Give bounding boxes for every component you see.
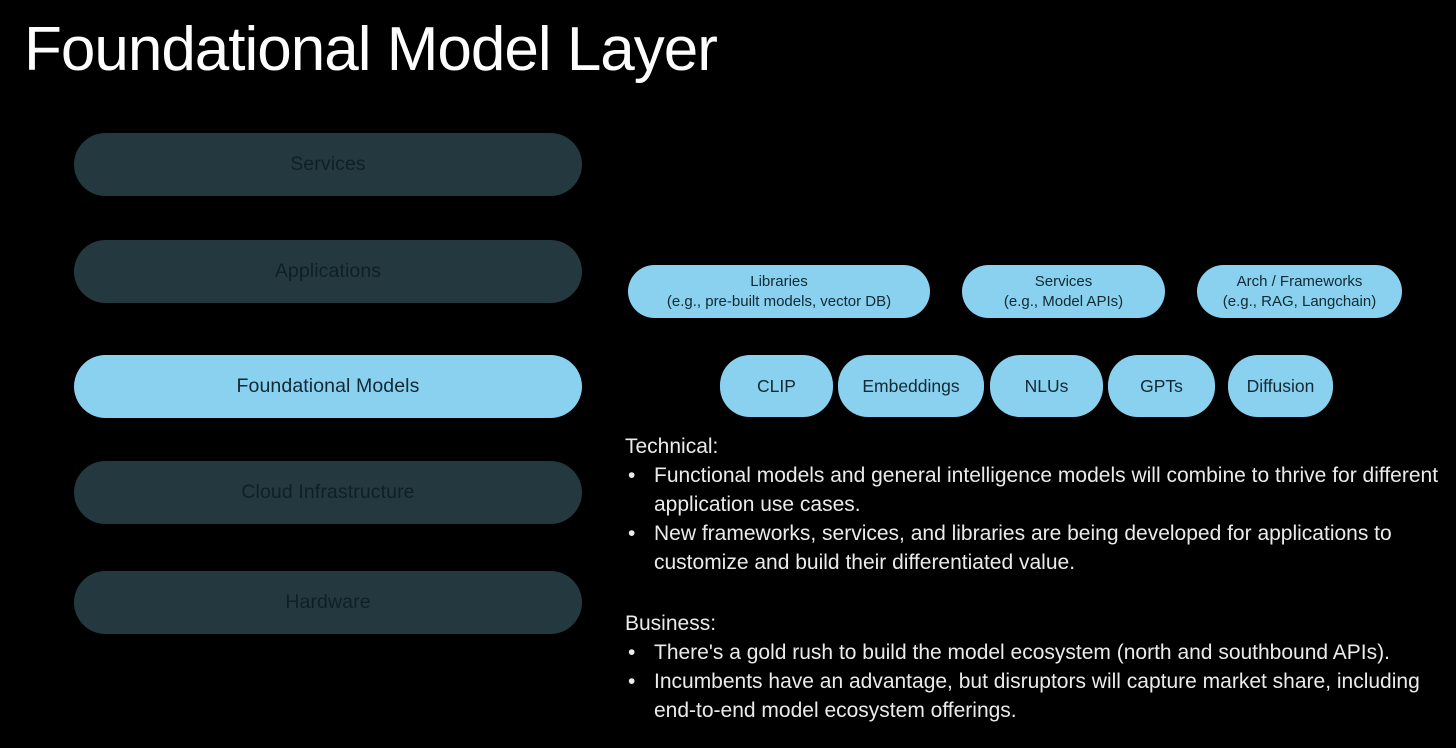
notes-section: Technical: Functional models and general… (625, 432, 1456, 725)
stack-layer-label: Applications (274, 260, 382, 282)
model-pill-label: GPTs (1140, 375, 1183, 396)
model-pill-label: Diffusion (1246, 375, 1315, 396)
stack-layer-label: Services (290, 153, 366, 175)
stack-layer-cloud-infrastructure: Cloud Infrastructure (74, 461, 582, 524)
business-bullet: Incumbents have an advantage, but disrup… (625, 667, 1456, 725)
model-pill-label: NLUs (1024, 375, 1069, 396)
ecosystem-pill-subtitle: (e.g., Model APIs) (1003, 292, 1124, 310)
ecosystem-pill-title: Arch / Frameworks (1236, 272, 1363, 290)
ecosystem-pill-title: Services (1034, 272, 1093, 290)
stack-layer-foundational-models: Foundational Models (74, 355, 582, 418)
model-pill-embeddings: Embeddings (838, 355, 984, 417)
technical-bullet-list: Functional models and general intelligen… (625, 461, 1456, 577)
ecosystem-pill-subtitle: (e.g., pre-built models, vector DB) (666, 292, 892, 310)
ecosystem-pill-libraries: Libraries (e.g., pre-built models, vecto… (628, 265, 930, 318)
stack-layer-label: Foundational Models (236, 375, 420, 397)
business-bullet-list: There's a gold rush to build the model e… (625, 638, 1456, 725)
model-pill-gpts: GPTs (1108, 355, 1215, 417)
ecosystem-pill-arch-frameworks: Arch / Frameworks (e.g., RAG, Langchain) (1197, 265, 1402, 318)
stack-layer-services: Services (74, 133, 582, 196)
technical-bullet: Functional models and general intelligen… (625, 461, 1456, 519)
technical-heading: Technical: (625, 435, 719, 458)
page-title: Foundational Model Layer (24, 15, 718, 84)
model-pill-clip: CLIP (720, 355, 833, 417)
model-pill-nlus: NLUs (990, 355, 1103, 417)
business-heading: Business: (625, 612, 717, 635)
stack-layer-hardware: Hardware (74, 571, 582, 634)
stack-layer-label: Cloud Infrastructure (241, 481, 415, 503)
model-pill-diffusion: Diffusion (1228, 355, 1333, 417)
ecosystem-pill-services: Services (e.g., Model APIs) (962, 265, 1165, 318)
technical-bullet: New frameworks, services, and libraries … (625, 519, 1456, 577)
business-bullet: There's a gold rush to build the model e… (625, 638, 1456, 667)
model-pill-label: Embeddings (862, 375, 960, 396)
stack-layer-applications: Applications (74, 240, 582, 303)
stack-layer-label: Hardware (285, 591, 371, 613)
ecosystem-pill-subtitle: (e.g., RAG, Langchain) (1222, 292, 1377, 310)
model-pill-label: CLIP (757, 375, 796, 396)
ecosystem-pill-title: Libraries (750, 272, 808, 290)
